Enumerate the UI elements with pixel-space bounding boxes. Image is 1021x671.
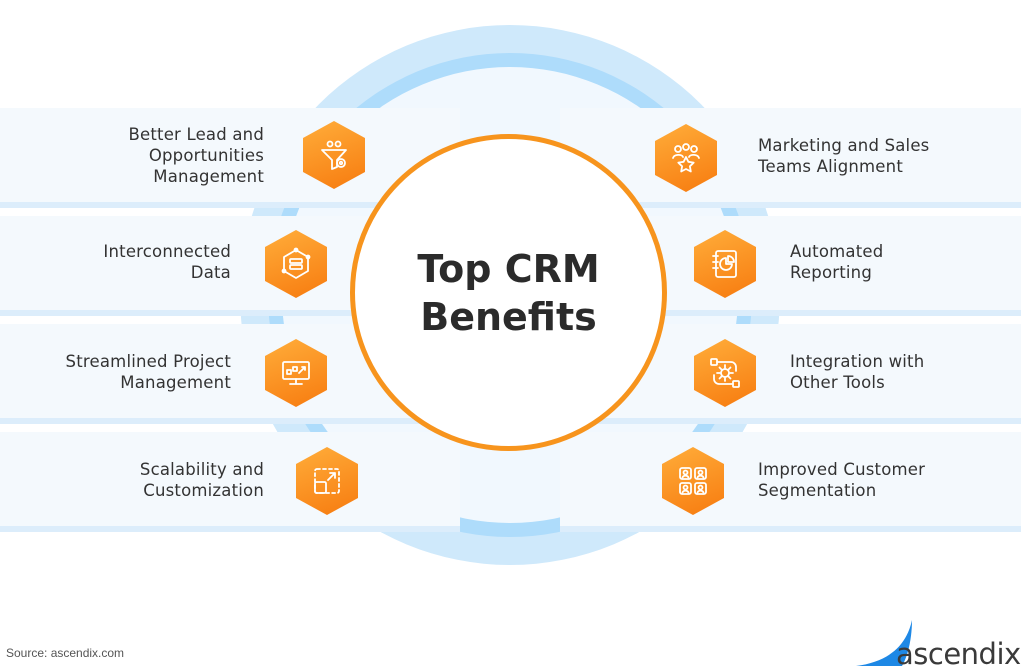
band-right-4 xyxy=(560,432,1021,526)
benefit-line: Automated xyxy=(790,242,884,261)
benefit-line: Opportunities xyxy=(148,146,264,165)
monitor-chart-icon xyxy=(265,339,327,407)
benefit-line: Scalability and xyxy=(139,460,264,479)
benefit-line: Management xyxy=(120,373,231,392)
benefit-line: Segmentation xyxy=(758,481,877,500)
benefit-line: Streamlined Project xyxy=(65,352,231,371)
benefit-right-3: Integration with Other Tools xyxy=(790,351,924,393)
benefit-line: Management xyxy=(153,167,264,186)
benefit-line: Teams Alignment xyxy=(758,157,903,176)
band-left-4 xyxy=(0,432,460,526)
benefit-line: Data xyxy=(190,263,231,282)
band-left-1 xyxy=(0,108,460,202)
benefit-right-1: Marketing and Sales Teams Alignment xyxy=(758,135,929,177)
benefit-line: Better Lead and xyxy=(128,125,264,144)
benefit-right-2: Automated Reporting xyxy=(790,241,883,283)
benefit-line: Customization xyxy=(143,481,264,500)
network-database-icon xyxy=(265,230,327,298)
benefit-line: Interconnected xyxy=(103,242,231,261)
ascendix-logo-mark xyxy=(856,620,912,666)
center-circle: Top CRM Benefits xyxy=(350,134,667,451)
funnel-gear-icon xyxy=(303,121,365,189)
benefit-line: Other Tools xyxy=(790,373,885,392)
source-credit: Source: ascendix.com xyxy=(6,646,125,660)
benefit-right-4: Improved Customer Segmentation xyxy=(758,459,925,501)
benefit-left-4: Scalability and Customization xyxy=(140,459,264,501)
benefit-line: Marketing and Sales xyxy=(758,136,930,155)
benefit-left-3: Streamlined Project Management xyxy=(66,351,231,393)
benefit-line: Improved Customer xyxy=(758,460,926,479)
benefit-line: Reporting xyxy=(790,263,873,282)
benefit-left-1: Better Lead and Opportunities Management xyxy=(128,124,264,187)
band-right-1 xyxy=(560,108,1021,202)
resize-icon xyxy=(296,447,358,515)
benefit-line: Integration with xyxy=(790,352,925,371)
diagram-title: Top CRM Benefits xyxy=(417,246,600,339)
ascendix-logo-text: ascendix xyxy=(896,637,1021,671)
benefit-left-2: Interconnected Data xyxy=(103,241,231,283)
